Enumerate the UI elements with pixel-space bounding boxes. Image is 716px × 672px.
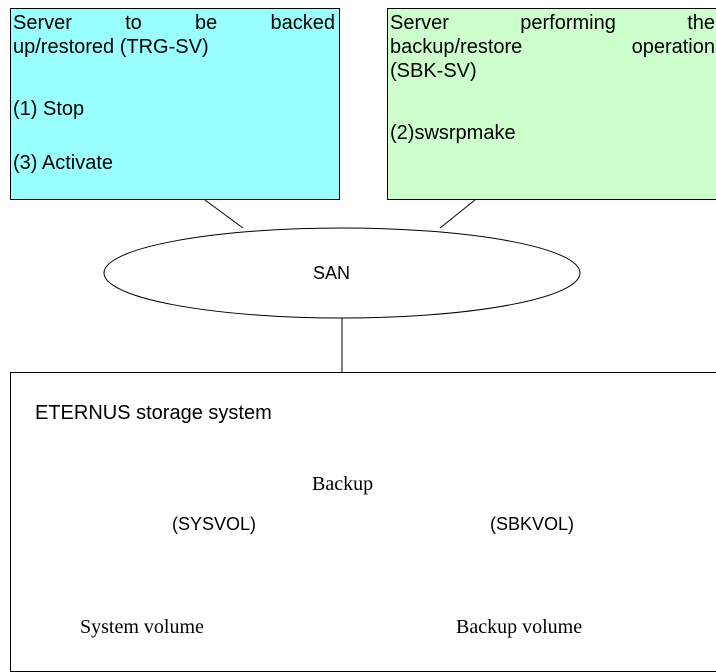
target-server-box: Server to be backed up/restored (TRG-SV)… [10,8,340,200]
sbk-to-san-link [439,199,476,229]
storage-system-title: ETERNUS storage system [35,402,272,424]
backup-server-title-line3: (SBK-SV) [390,60,477,82]
backup-volume-caption: Backup volume [456,616,583,638]
san-label: SAN [313,263,351,283]
step-stop: (1) Stop [13,98,85,120]
backup-server-title-line2: backup/restore operation [390,36,715,58]
trg-to-san-link [204,199,244,229]
target-server-title-line2: up/restored (TRG-SV) [13,36,209,58]
backup-server-title-line1: Server performing the [390,12,715,34]
storage-system-box [10,372,716,672]
backup-server-box: Server performing the backup/restore ope… [387,8,716,200]
sbkvol-label: (SBKVOL) [490,514,575,534]
backup-arrow-label: Backup [312,473,374,495]
target-server-title-line1: Server to be backed [13,12,335,34]
san-ellipse [103,227,581,319]
step-swsrpmake: (2)swsrpmake [390,122,516,144]
sysvol-label: (SYSVOL) [172,514,257,534]
system-volume-caption: System volume [80,616,204,638]
step-activate: (3) Activate [13,152,114,174]
